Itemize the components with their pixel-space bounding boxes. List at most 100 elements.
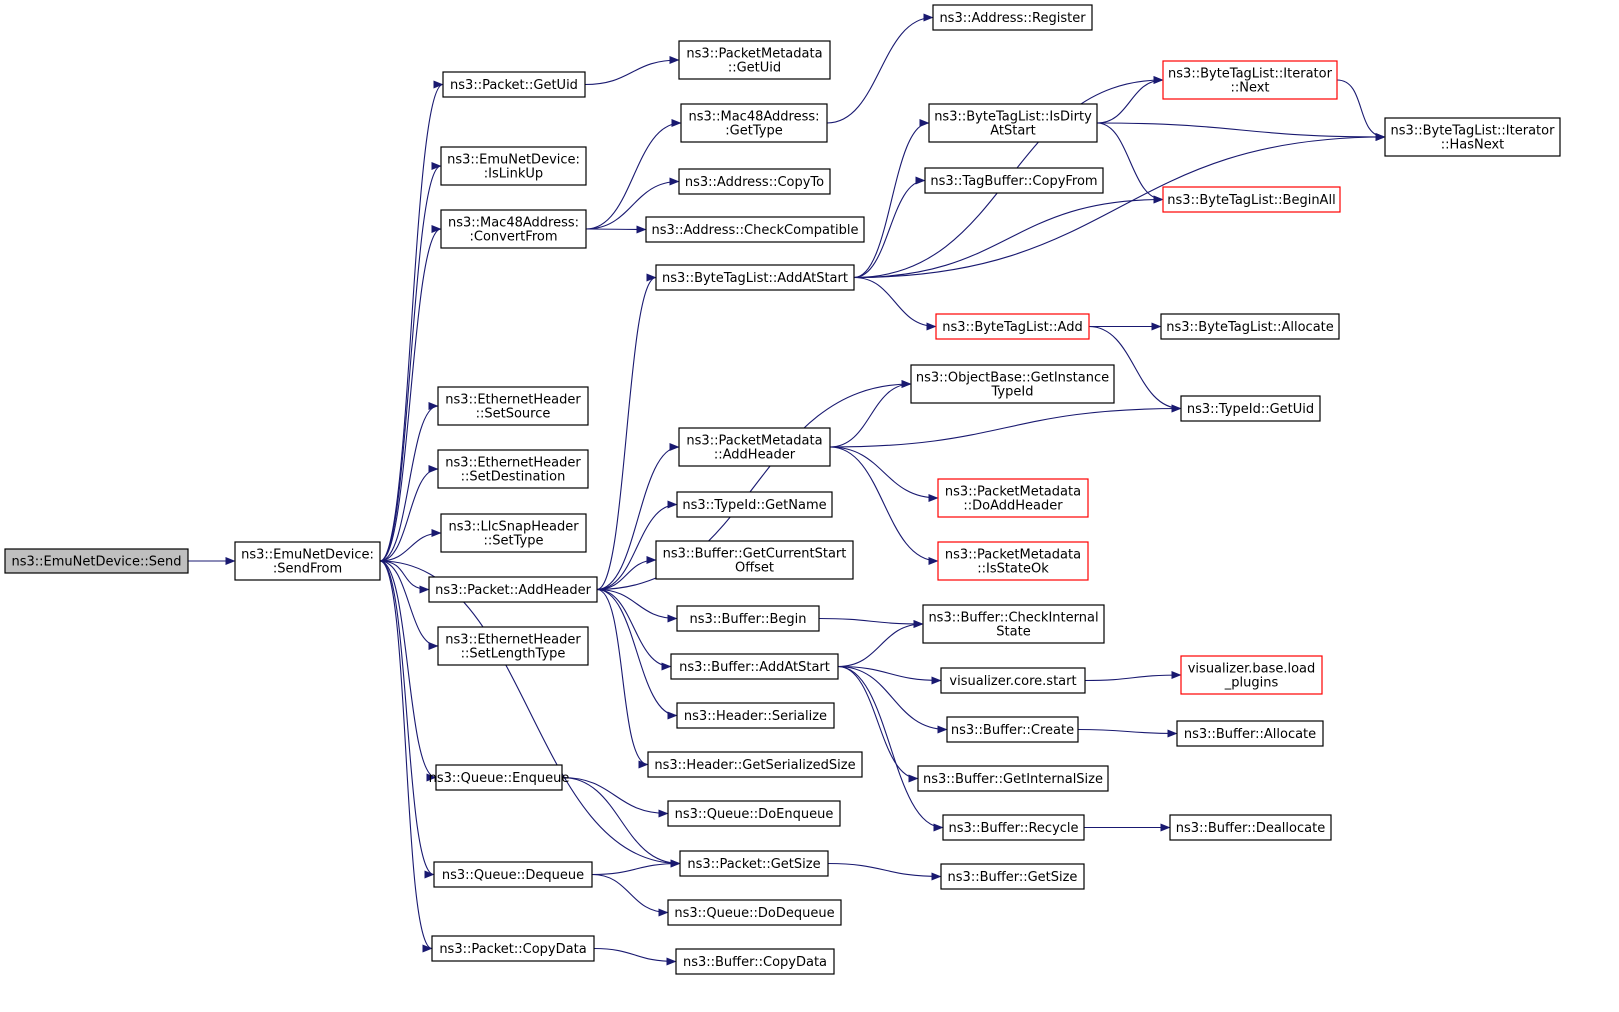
edge-pkt_addheader-to-buf_addatstart — [596, 588, 672, 671]
node-pm-addheader[interactable]: ns3::PacketMetadata::AddHeader — [678, 427, 831, 467]
edge-arrow — [379, 225, 442, 562]
edge-arrow — [853, 276, 937, 331]
edge-q_enqueue-to-pkt_getsize — [561, 776, 681, 868]
node-layer: ns3::EmuNetDevice::Send ns3::EmuNetDevice… — [4, 4, 1561, 975]
node-box — [679, 850, 829, 877]
node-eth-dst[interactable]: ns3::EthernetHeader::SetDestination — [437, 449, 589, 489]
node-islinkup[interactable]: ns3::EmuNetDevice::IsLinkUp — [440, 146, 587, 186]
node-buf-getsize[interactable]: ns3::Buffer::GetSize — [940, 863, 1085, 890]
node-btl-iter-hasnext[interactable]: ns3::ByteTagList::Iterator::HasNext — [1384, 117, 1561, 157]
node-box — [910, 364, 1115, 404]
node-label: :ConvertFrom — [470, 230, 558, 245]
node-mac-convert[interactable]: ns3::Mac48Address::ConvertFrom — [440, 209, 587, 249]
node-q-dodequeue[interactable]: ns3::Queue::DoDequeue — [667, 899, 842, 926]
node-buf-begin[interactable]: ns3::Buffer::Begin — [676, 605, 820, 632]
node-vis-core-start[interactable]: visualizer.core.start — [940, 667, 1086, 694]
node-box — [675, 948, 835, 975]
node-btl-add[interactable]: ns3::ByteTagList::Add — [935, 313, 1090, 340]
node-hdr-getsersize[interactable]: ns3::Header::GetSerializedSize — [647, 751, 863, 778]
node-llc-settype[interactable]: ns3::LlcSnapHeader::SetType — [440, 513, 587, 553]
node-box — [431, 935, 595, 962]
node-label: ns3::Buffer::GetCurrentStart — [663, 547, 847, 562]
edge-q_enqueue-to-q_doenqueue — [561, 776, 669, 818]
node-pm-getuid[interactable]: ns3::PacketMetadata::GetUid — [678, 40, 831, 80]
node-label: ns3::PacketMetadata — [945, 548, 1081, 563]
node-buf-copydata[interactable]: ns3::Buffer::CopyData — [675, 948, 835, 975]
node-addr-checkcompat[interactable]: ns3::Address::CheckCompatible — [645, 216, 865, 243]
node-label: ns3::Queue::DoDequeue — [674, 906, 834, 921]
edge-arrow — [1096, 122, 1164, 204]
node-pkt-getsize[interactable]: ns3::Packet::GetSize — [679, 850, 829, 877]
node-typeid-getuid[interactable]: ns3::TypeId::GetUid — [1180, 395, 1321, 422]
node-tagbuf-copyfrom[interactable]: ns3::TagBuffer::CopyFrom — [924, 167, 1104, 194]
edge-sendfrom-to-q_enqueue — [379, 560, 437, 782]
edge-sendfrom-to-pkt_copydata — [379, 560, 433, 953]
node-box — [678, 427, 831, 467]
node-label: ns3::ByteTagList::Add — [942, 320, 1082, 335]
node-q-enqueue[interactable]: ns3::Queue::Enqueue — [429, 764, 570, 791]
edge-arrow — [379, 402, 439, 562]
node-buf-addatstart[interactable]: ns3::Buffer::AddAtStart — [670, 653, 839, 680]
node-box — [1162, 60, 1338, 100]
node-label: _plugins — [1224, 676, 1279, 691]
node-buf-deallocate[interactable]: ns3::Buffer::Deallocate — [1169, 814, 1332, 841]
node-hdr-serialize[interactable]: ns3::Header::Serialize — [676, 702, 835, 729]
node-pm-isstateok[interactable]: ns3::PacketMetadata::IsStateOk — [937, 541, 1089, 581]
node-buf-getinternalsize[interactable]: ns3::Buffer::GetInternalSize — [917, 765, 1109, 792]
node-addr-copyto[interactable]: ns3::Address::CopyTo — [678, 168, 831, 195]
node-buf-allocate[interactable]: ns3::Buffer::Allocate — [1176, 720, 1324, 747]
node-label: ns3::Queue::Dequeue — [442, 868, 584, 883]
node-btl-iter-next[interactable]: ns3::ByteTagList::Iterator::Next — [1162, 60, 1338, 100]
node-buf-recycle[interactable]: ns3::Buffer::Recycle — [942, 814, 1085, 841]
node-typeid-getname[interactable]: ns3::TypeId::GetName — [676, 491, 833, 518]
node-addr-register[interactable]: ns3::Address::Register — [932, 4, 1093, 31]
node-box — [937, 541, 1089, 581]
node-send[interactable]: ns3::EmuNetDevice::Send — [4, 548, 189, 574]
node-eth-lentype[interactable]: ns3::EthernetHeader::SetLengthType — [437, 626, 589, 666]
node-eth-src[interactable]: ns3::EthernetHeader::SetSource — [437, 386, 589, 426]
edge-btl_iter_next-to-btl_iter_hasnext — [1336, 79, 1386, 141]
edge-btl_addatstart-to-btl_iter_hasnext — [853, 133, 1386, 279]
edge-arrow — [561, 776, 681, 868]
node-label: ns3::PacketMetadata — [945, 485, 1081, 500]
edge-arrow — [829, 446, 939, 502]
edge-sendfrom-to-eth_src — [379, 402, 439, 562]
node-btl-beginall[interactable]: ns3::ByteTagList::BeginAll — [1162, 186, 1341, 213]
node-box — [667, 800, 841, 827]
node-label: ns3::Buffer::Deallocate — [1176, 821, 1325, 836]
node-box — [670, 653, 839, 680]
node-sendfrom[interactable]: ns3::EmuNetDevice::SendFrom — [234, 541, 381, 581]
edge-arrow — [1084, 671, 1182, 682]
node-label: ns3::ByteTagList::Iterator — [1391, 124, 1556, 139]
edge-arrow — [1336, 79, 1386, 141]
node-vis-base-load[interactable]: visualizer.base.load_plugins — [1180, 655, 1323, 695]
node-q-dequeue[interactable]: ns3::Queue::Dequeue — [433, 861, 593, 888]
node-btl-addatstart[interactable]: ns3::ByteTagList::AddAtStart — [655, 264, 855, 291]
edge-btl_addatstart-to-btl_beginall — [853, 195, 1164, 279]
node-pkt-getuid[interactable]: ns3::Packet::GetUid — [442, 71, 586, 98]
node-label: ns3::Buffer::Allocate — [1184, 727, 1316, 742]
edge-arrow — [596, 588, 649, 769]
edge-arrow — [596, 556, 657, 591]
node-pkt-copydata[interactable]: ns3::Packet::CopyData — [431, 935, 595, 962]
edge-arrow — [561, 776, 669, 818]
node-pm-doaddheader[interactable]: ns3::PacketMetadata::DoAddHeader — [937, 478, 1089, 518]
node-label: ns3::Buffer::Begin — [689, 612, 806, 627]
edge-arrow — [596, 500, 678, 591]
edge-arrow — [827, 862, 942, 881]
node-pkt-addheader[interactable]: ns3::Packet::AddHeader — [428, 576, 598, 603]
node-label: ns3::EthernetHeader — [445, 456, 581, 471]
edge-arrow — [1096, 122, 1386, 141]
node-q-doenqueue[interactable]: ns3::Queue::DoEnqueue — [667, 800, 841, 827]
node-buf-create[interactable]: ns3::Buffer::Create — [946, 716, 1079, 743]
node-mac-gettype[interactable]: ns3::Mac48Address::GetType — [680, 103, 828, 143]
node-btl-allocate[interactable]: ns3::ByteTagList::Allocate — [1160, 313, 1340, 340]
edge-sendfrom-to-islinkup — [379, 162, 442, 562]
edge-arrow — [593, 947, 677, 966]
edge-sendfrom-to-eth_dst — [379, 465, 439, 562]
edge-buf_addatstart-to-buf_create — [837, 665, 948, 734]
